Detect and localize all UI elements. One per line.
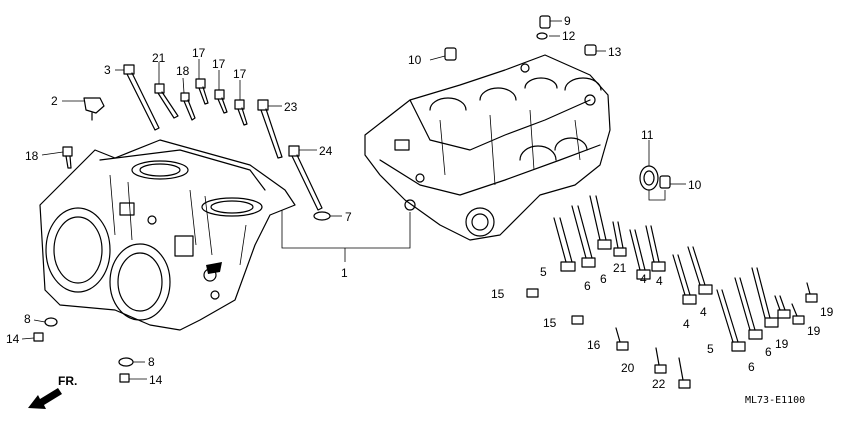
callout-19: 19	[807, 324, 821, 338]
callout-21: 21	[152, 51, 166, 65]
callout-19: 19	[775, 337, 789, 351]
callout-11: 11	[641, 128, 654, 142]
callout-17: 17	[192, 46, 206, 60]
direction-label: FR.	[58, 374, 77, 388]
callout-19: 19	[820, 305, 834, 319]
callout-17: 17	[233, 67, 247, 81]
callout-15: 15	[543, 316, 557, 330]
callout-6: 6	[584, 279, 591, 293]
upper-crankcase	[39, 139, 296, 331]
callout-17: 17	[212, 57, 226, 71]
lower-crankcase	[364, 54, 611, 241]
callout-18: 18	[176, 64, 190, 78]
callout-7: 7	[345, 210, 352, 224]
callout-14: 14	[6, 332, 20, 346]
callout-15: 15	[491, 287, 505, 301]
fasteners	[33, 15, 671, 383]
callout-24: 24	[319, 144, 333, 158]
callout-8: 8	[148, 355, 155, 369]
callout-6: 6	[765, 345, 772, 359]
callout-21: 21	[613, 261, 627, 275]
callout-16: 16	[587, 338, 601, 352]
callout-10: 10	[408, 53, 422, 67]
callout-6: 6	[600, 272, 607, 286]
assembly-bracket	[281, 210, 411, 249]
callout-6: 6	[748, 360, 755, 374]
callout-18: 18	[25, 149, 39, 163]
lower-case-bolts	[526, 195, 818, 389]
callout-13: 13	[608, 45, 622, 59]
callout-12: 12	[562, 29, 576, 43]
callout-9: 9	[564, 14, 571, 28]
callout-4: 4	[656, 274, 663, 288]
callout-1: 1	[341, 266, 348, 280]
front-arrow-icon	[28, 388, 62, 409]
callout-22: 22	[652, 377, 666, 391]
callout-4: 4	[683, 317, 690, 331]
leader-lines	[21, 20, 686, 380]
diagram-code: ML73-E1100	[745, 395, 805, 406]
callout-labels: 1 2 3 4 4 4 4 5 5 6 6 6 6 7 8 8 9 10 10 …	[6, 14, 834, 391]
callout-4: 4	[640, 272, 647, 286]
callout-14: 14	[149, 373, 163, 387]
callout-4: 4	[700, 305, 707, 319]
callout-5: 5	[707, 342, 714, 356]
callout-5: 5	[540, 265, 547, 279]
callout-8: 8	[24, 312, 31, 326]
callout-20: 20	[621, 361, 635, 375]
callout-2: 2	[51, 94, 58, 108]
callout-23: 23	[284, 100, 298, 114]
callout-3: 3	[104, 63, 111, 77]
callout-10: 10	[688, 178, 702, 192]
